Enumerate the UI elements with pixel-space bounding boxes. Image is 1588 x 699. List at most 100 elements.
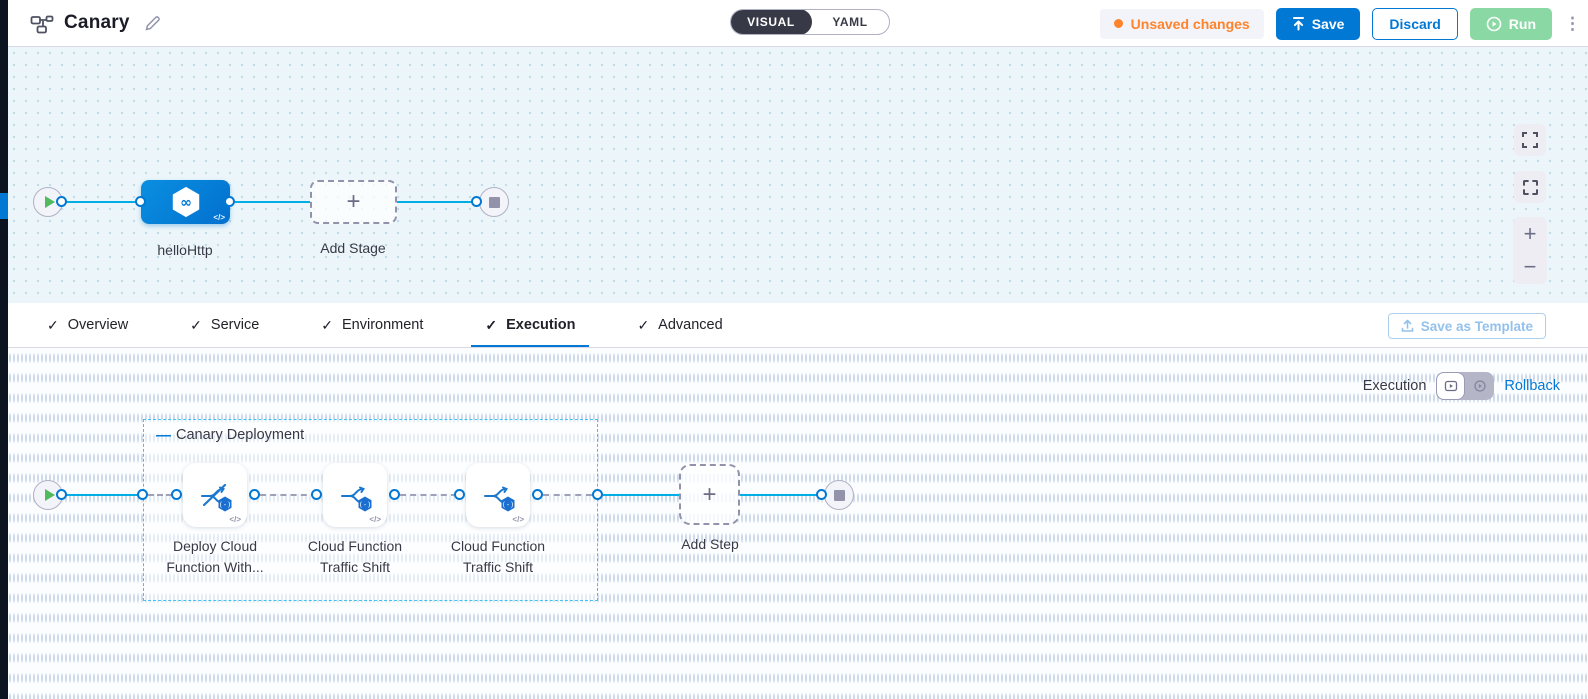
step-code-icon: </> (369, 515, 381, 524)
edge-start-to-group (65, 494, 139, 496)
tab-overview-label: Overview (67, 317, 129, 333)
collapse-group-icon[interactable]: — (156, 426, 171, 444)
save-button[interactable]: Save (1275, 7, 1361, 40)
svg-text:(-): (-) (502, 501, 515, 509)
step1-left-port (171, 489, 182, 500)
step3-right-port (532, 489, 543, 500)
dashed-edge-1 (148, 494, 172, 496)
execution-rollback-toggle (1436, 372, 1495, 400)
harness-stage-icon: ∞ (169, 185, 203, 219)
dashed-edge-3 (400, 494, 457, 496)
cloud-function-badge-icon: (-) (500, 496, 516, 517)
visual-yaml-toggle: VISUAL YAML (730, 9, 890, 35)
save-as-template-label: Save as Template (1420, 318, 1533, 334)
check-icon: ✓ (637, 316, 650, 333)
visual-toggle-option[interactable]: VISUAL (731, 10, 812, 34)
stage-code-icon: </> (213, 213, 225, 222)
cloud-function-badge-icon: (-) (357, 496, 373, 517)
group-right-port (592, 489, 603, 500)
add-stage-button[interactable]: + (310, 180, 397, 224)
tab-overview[interactable]: ✓ Overview (33, 303, 142, 347)
check-icon: ✓ (485, 316, 498, 333)
start-play-icon (44, 196, 55, 208)
step-code-icon: </> (229, 515, 241, 524)
edge-group-to-addstep (603, 494, 679, 496)
step1-right-port (249, 489, 260, 500)
upload-arrow-icon (1292, 16, 1305, 31)
plus-icon: + (702, 480, 717, 508)
edit-title-icon[interactable] (144, 15, 161, 32)
rollback-link[interactable]: Rollback (1504, 378, 1560, 394)
left-nav-strip (0, 0, 8, 699)
check-icon: ✓ (190, 316, 202, 333)
pipeline-title: Canary (64, 12, 130, 33)
unsaved-changes-label: Unsaved changes (1130, 15, 1250, 32)
exec-start-port (56, 489, 67, 500)
nav-highlight-bar (0, 193, 8, 219)
end-node-port (471, 196, 482, 207)
save-as-template-button[interactable]: Save as Template (1387, 313, 1546, 339)
fit-to-screen-button[interactable] (1514, 171, 1546, 203)
tab-advanced-label: Advanced (658, 317, 723, 333)
fit-selection-icon (1522, 179, 1538, 195)
tab-environment-label: Environment (342, 317, 424, 333)
step-traffic-shift-2[interactable]: (-) </> (466, 463, 530, 527)
add-step-button[interactable]: + (679, 464, 740, 525)
cloud-function-badge-icon: (-) (217, 496, 233, 517)
run-button[interactable]: Run (1469, 7, 1552, 40)
step2-left-port (311, 489, 322, 500)
group-left-port (137, 489, 148, 500)
start-play-icon (44, 489, 55, 501)
stage-end-node (479, 187, 509, 217)
stage-label: helloHttp (157, 242, 213, 258)
rollback-phase-button[interactable] (1465, 372, 1494, 400)
step1-label: Deploy Cloud Function With... (166, 538, 264, 575)
edge-addstage-to-end (397, 201, 473, 203)
step-traffic-shift-1[interactable]: (-) </> (323, 463, 387, 527)
execution-graph-canvas[interactable]: Execution Rollback — Canary Deploym (8, 348, 1588, 699)
template-upload-icon (1401, 319, 1413, 332)
pipeline-icon (30, 12, 54, 34)
check-icon: ✓ (47, 316, 59, 333)
tab-service[interactable]: ✓ Service (176, 303, 273, 347)
check-icon: ✓ (321, 316, 333, 333)
edge-start-to-stage (65, 201, 143, 203)
stage-config-tabbar: ✓ Overview ✓ Service ✓ Environment ✓ Exe… (8, 303, 1588, 348)
step3-left-port (454, 489, 465, 500)
add-stage-label: Add Stage (320, 240, 386, 256)
stage-node-hellohttp[interactable]: ∞ </> (141, 180, 230, 224)
more-options-menu[interactable]: ⋮ (1564, 13, 1581, 33)
run-play-icon (1486, 16, 1502, 32)
step2-label: Cloud Function Traffic Shift (307, 538, 403, 575)
tab-execution[interactable]: ✓ Execution (471, 303, 590, 347)
run-button-label: Run (1508, 15, 1536, 32)
zoom-out-button[interactable]: − (1523, 254, 1537, 280)
step-code-icon: </> (512, 515, 524, 524)
svg-text:(-): (-) (219, 501, 232, 509)
group-label[interactable]: — Canary Deployment (156, 427, 304, 443)
execution-phase-button[interactable] (1436, 372, 1466, 400)
step3-label: Cloud Function Traffic Shift (450, 538, 546, 575)
discard-button-label: Discard (1389, 15, 1441, 32)
zoom-in-button[interactable]: + (1523, 220, 1537, 246)
discard-button[interactable]: Discard (1372, 7, 1458, 40)
execution-mode-label: Execution (1362, 378, 1427, 394)
tab-advanced[interactable]: ✓ Advanced (623, 303, 736, 347)
step-deploy-cloud-function[interactable]: (-) </> (183, 463, 247, 527)
exec-end-node (824, 480, 854, 510)
zoom-panel: + − (1513, 217, 1547, 284)
stop-square-icon (833, 489, 845, 501)
yaml-toggle-option[interactable]: YAML (832, 15, 868, 29)
add-step-label: Add Step (681, 536, 739, 552)
group-label-text: Canary Deployment (176, 427, 305, 443)
header-bar: Canary VISUAL YAML Unsaved changes (8, 0, 1588, 47)
stage-graph-canvas[interactable]: ∞ </> + helloHttp Add Stage + − (8, 47, 1588, 303)
fullscreen-button[interactable] (1514, 124, 1546, 156)
tab-environment[interactable]: ✓ Environment (307, 303, 437, 347)
stage-left-port (135, 196, 146, 207)
start-node-port (56, 196, 67, 207)
plus-icon: + (346, 188, 361, 215)
unsaved-dot-icon (1113, 19, 1123, 28)
fullscreen-icon (1522, 132, 1538, 148)
